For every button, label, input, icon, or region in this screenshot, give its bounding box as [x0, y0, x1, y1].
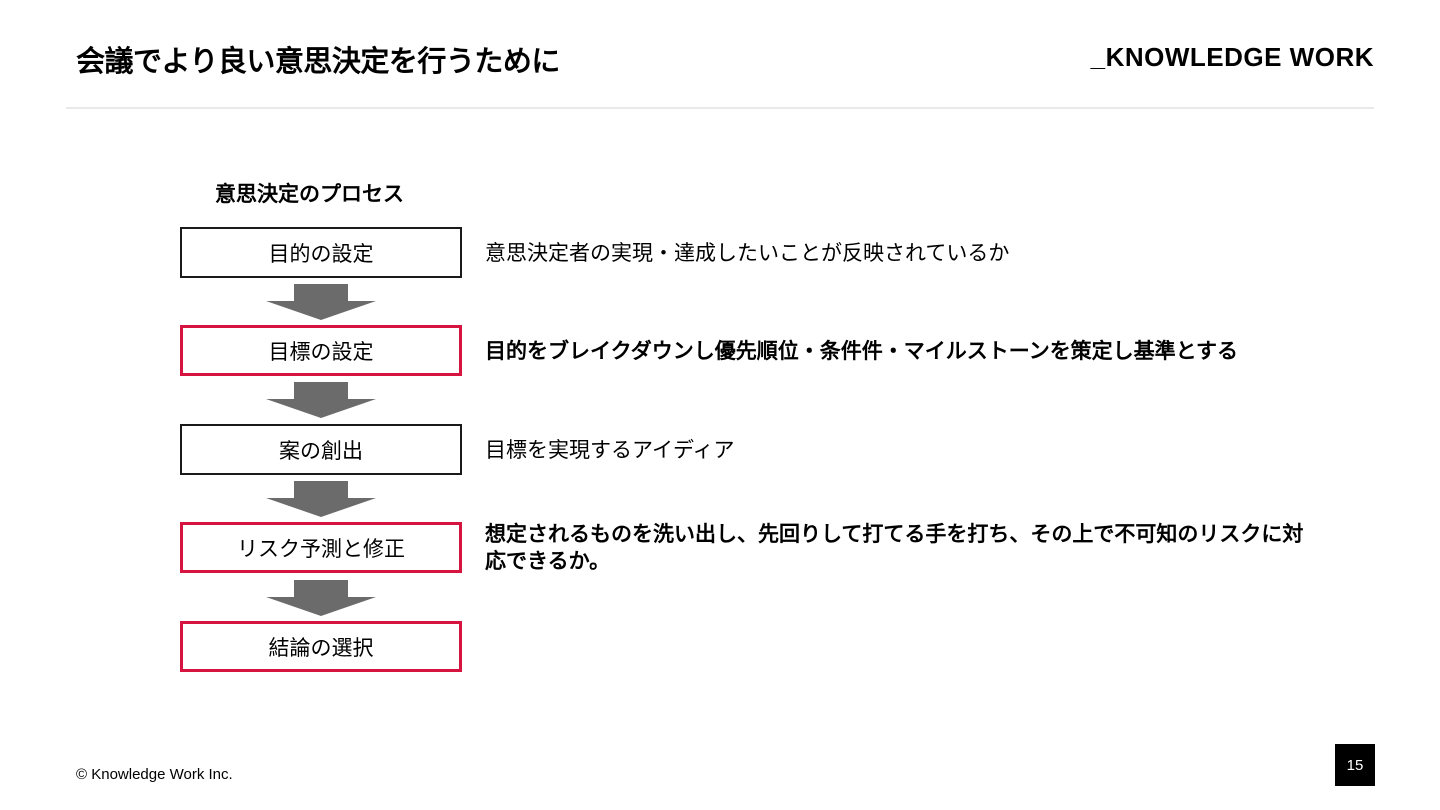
brand-logo: _KNOWLEDGE WORK	[1090, 42, 1374, 72]
step-label: 目的の設定	[268, 241, 374, 266]
flow-arrow-down-icon	[266, 481, 376, 517]
process-heading: 意思決定のプロセス	[215, 182, 404, 206]
flow-arrow-down-icon	[266, 580, 376, 616]
flow-arrow-down-icon	[266, 382, 376, 418]
description-risk: 想定されるものを洗い出し、先回りして打てる手を打ち、その上で不可知のリスクに対応…	[485, 522, 1304, 573]
description-purpose: 意思決定者の実現・達成したいことが反映されているか	[485, 241, 1010, 265]
header-divider	[66, 107, 1374, 109]
description-ideas: 目標を実現するアイディア	[485, 438, 735, 462]
copyright: © Knowledge Work Inc.	[76, 766, 233, 783]
description-goal: 目的をブレイクダウンし優先順位・条件件・マイルストーンを策定し基準とする	[485, 339, 1239, 363]
step-box-ideas: 案の創出	[180, 424, 462, 475]
step-box-purpose: 目的の設定	[180, 227, 462, 278]
step-label: リスク予測と修正	[237, 536, 405, 561]
page-number: 15	[1335, 744, 1375, 786]
step-label: 結論の選択	[268, 635, 374, 660]
flow-arrow-down-icon	[266, 284, 376, 320]
step-box-goal: 目標の設定	[180, 325, 462, 376]
step-box-risk: リスク予測と修正	[180, 522, 462, 573]
slide-title: 会議でより良い意思決定を行うために	[76, 44, 560, 78]
step-label: 案の創出	[279, 438, 363, 463]
step-box-conclusion: 結論の選択	[180, 621, 462, 672]
step-label: 目標の設定	[268, 339, 374, 364]
